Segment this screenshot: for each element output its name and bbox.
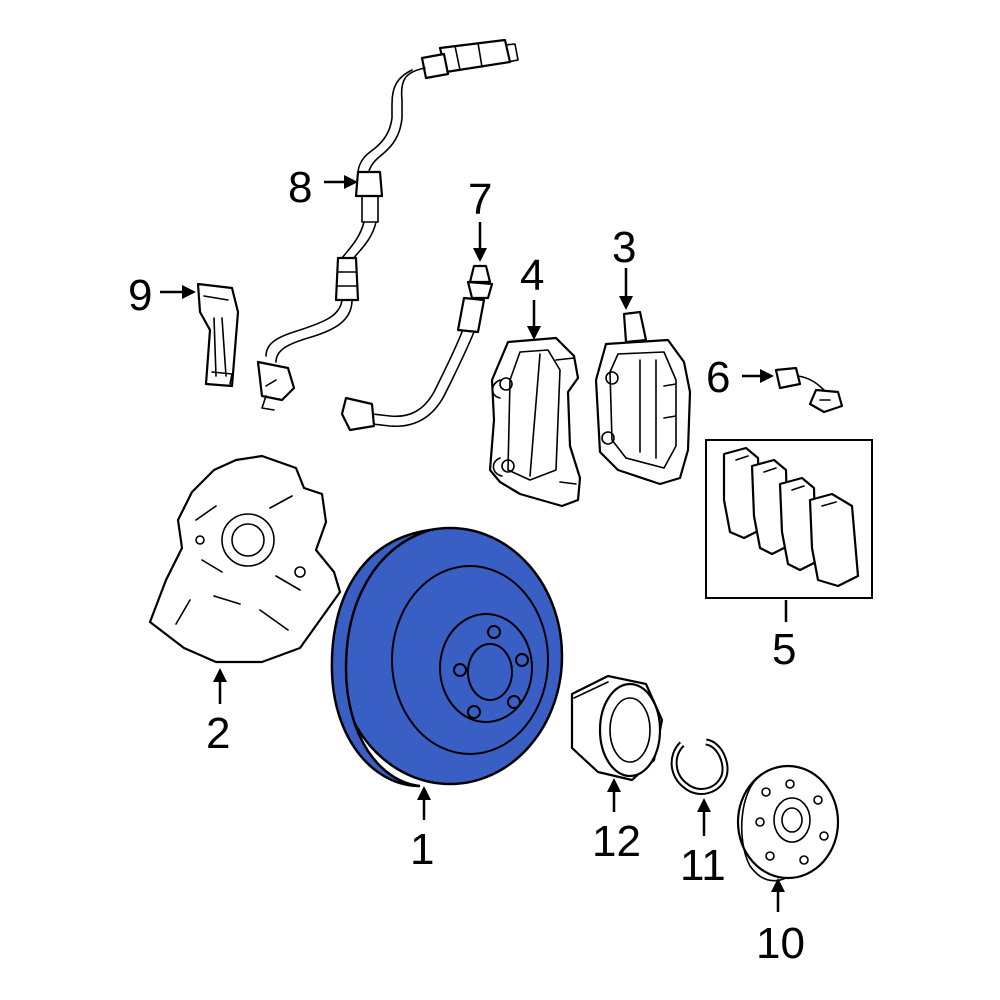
callout-8: 8 <box>288 163 312 212</box>
part-3-caliper[interactable] <box>594 310 692 486</box>
callout-5: 5 <box>772 625 796 674</box>
part-5-brake-pads[interactable] <box>705 439 873 599</box>
callout-labels: 8 9 7 4 3 6 5 2 1 12 11 10 <box>128 163 805 968</box>
callout-11: 11 <box>680 841 726 890</box>
callout-3: 3 <box>612 223 636 272</box>
part-7-brake-hose[interactable] <box>340 264 494 432</box>
part-4-caliper-bracket[interactable] <box>488 336 582 508</box>
part-1-brake-rotor[interactable] <box>330 526 564 788</box>
part-6-pad-wear-sensor[interactable] <box>774 366 844 414</box>
callout-4: 4 <box>520 251 544 300</box>
callout-6: 6 <box>706 353 730 402</box>
callout-10: 10 <box>756 919 805 968</box>
part-12-wheel-bearing[interactable] <box>570 674 664 782</box>
leader-lines <box>160 175 788 912</box>
callout-7: 7 <box>468 175 492 224</box>
part-11-snap-ring[interactable] <box>670 738 729 795</box>
callout-12: 12 <box>592 817 641 866</box>
callout-2: 2 <box>206 709 230 758</box>
part-10-wheel-hub[interactable] <box>736 764 840 882</box>
callout-1: 1 <box>410 825 434 874</box>
part-8-speed-sensor-harness[interactable] <box>256 38 519 411</box>
part-9-sensor-bracket[interactable] <box>196 282 240 388</box>
callout-9: 9 <box>128 271 152 320</box>
part-2-dust-shield[interactable] <box>148 454 342 664</box>
